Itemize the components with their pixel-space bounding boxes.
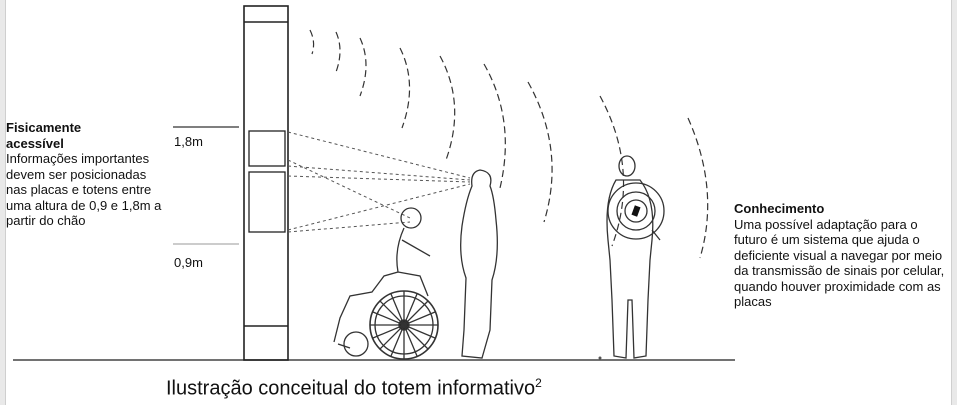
- knowledge-note-body: Uma possível adaptação para o futuro é u…: [734, 216, 945, 310]
- person-with-phone: [598, 155, 665, 360]
- knowledge-note-title: Conhecimento: [734, 201, 825, 216]
- accessibility-note-title-line2: acessível: [6, 135, 64, 151]
- signal-ring-inner: [624, 199, 648, 223]
- signal-ring-middle: [616, 191, 656, 231]
- totem-lower-panel: [248, 171, 286, 233]
- figure-caption: Ilustração conceitual do totem informati…: [166, 376, 542, 401]
- height-label-lower: 0,9m: [174, 255, 203, 270]
- accessibility-note-body: Informações importantes devem ser posici…: [6, 151, 162, 228]
- totem-upper-panel: [248, 130, 286, 167]
- accessibility-note: Fisicamente acessível Informações import…: [6, 120, 166, 229]
- standing-person: [460, 169, 498, 359]
- knowledge-note: Conhecimento Uma possível adaptação para…: [734, 201, 954, 310]
- wheelchair-wheel: [369, 290, 439, 360]
- height-label-upper: 1,8m: [174, 134, 203, 149]
- signal-waves: [309, 29, 709, 259]
- phone-icon: [631, 205, 641, 217]
- caption-text: Ilustração conceitual do totem informati…: [166, 377, 536, 400]
- accessibility-note-title-line1: Fisicamente: [6, 120, 82, 135]
- sight-lines: [287, 131, 471, 233]
- totem: [243, 5, 289, 361]
- caption-superscript: 2: [535, 376, 542, 390]
- signal-ring-outer: [607, 182, 665, 240]
- wheelchair-user: [333, 207, 439, 360]
- figure-frame: [5, 0, 952, 405]
